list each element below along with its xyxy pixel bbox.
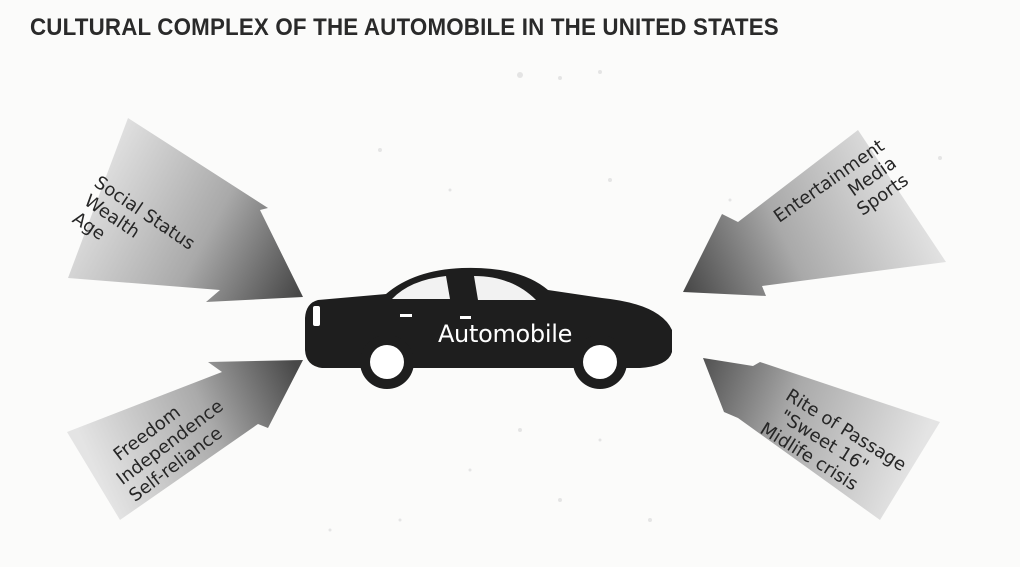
background-texture: [328, 70, 942, 532]
car-label: Automobile: [437, 320, 573, 348]
arrow-top-left: [68, 118, 303, 302]
car-door-handle-rear: [400, 314, 412, 317]
arrow-top-right: [683, 130, 946, 296]
car-taillight: [313, 306, 320, 326]
car-window-rear: [392, 276, 450, 299]
car-hubcap-rear: [370, 345, 404, 379]
car-window-front: [474, 276, 536, 300]
page-title: CULTURAL COMPLEX OF THE AUTOMOBILE IN TH…: [30, 14, 779, 41]
arrow-bottom-left: [67, 360, 303, 520]
arrow-bottom-right: [703, 358, 940, 520]
car-icon: [305, 267, 672, 389]
car-door-handle-front: [460, 316, 471, 319]
car-hubcap-front: [583, 345, 617, 379]
